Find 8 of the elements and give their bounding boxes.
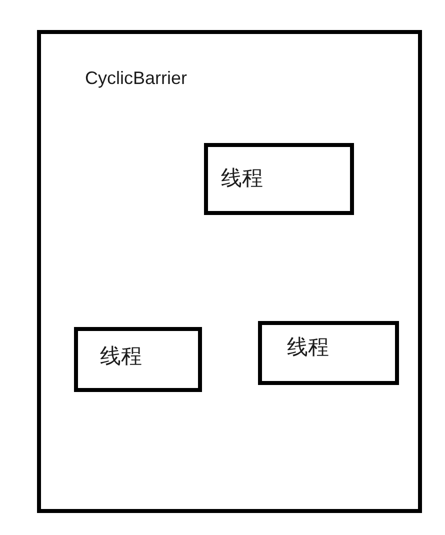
- thread-box: [74, 327, 202, 392]
- thread-box: [204, 143, 354, 215]
- thread-box: [258, 321, 399, 385]
- box-title: CyclicBarrier: [85, 68, 188, 90]
- box-label: 线程: [100, 344, 142, 370]
- container-box: [37, 30, 422, 513]
- box-label: 线程: [287, 335, 329, 360]
- box-label: 线程: [221, 166, 263, 192]
